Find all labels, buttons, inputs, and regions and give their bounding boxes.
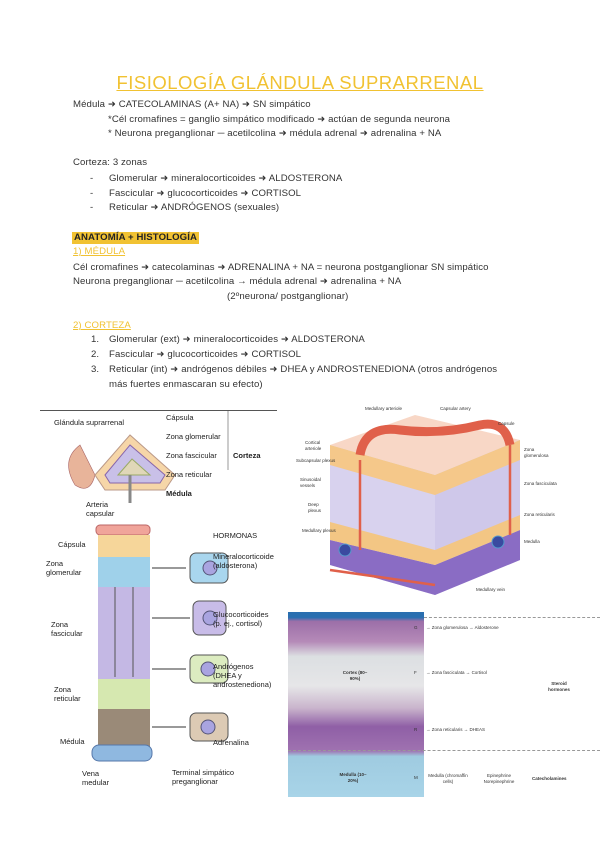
label: Cápsula (58, 540, 86, 549)
label: F (414, 670, 417, 675)
corteza-summary: Corteza: 3 zonas (73, 157, 148, 168)
label: Steroid hormones (548, 681, 570, 692)
medula-summary: Médula ➜ CATECOLAMINAS (A+ NA) ➜ SN simp… (73, 99, 311, 110)
label: Terminal simpático preganglionar (172, 768, 235, 786)
bullet: - (90, 188, 94, 199)
label: Arteria capsular (86, 500, 115, 518)
medula-line: Cél cromafines ➜ catecolaminas ➜ ADRENAL… (73, 262, 489, 273)
corteza-heading: 2) CORTEZA (73, 320, 131, 331)
adrenal-zones-figure (68, 410, 229, 762)
note-cromafines: *Cél cromafines = ganglio simpático modi… (108, 114, 451, 125)
label: Medulla (10–20%) (339, 772, 367, 783)
label: HORMONAS (213, 531, 258, 540)
label: Medulla (chromaffin cells) (428, 773, 468, 784)
label: Cortex (80–90%) (342, 670, 368, 681)
page-title: FISIOLOGÍA GLÁNDULA SUPRARRENAL (116, 72, 484, 93)
label: Cápsula (166, 413, 194, 422)
label: Zona fascicular (166, 451, 217, 460)
label: Medulla (524, 539, 540, 544)
label: Mineralocorticoide (aldosterona) (213, 552, 274, 570)
label: Zona glomerular (166, 432, 221, 441)
label: Andrógenos (DHEA y androstenediona) (213, 662, 272, 689)
label: Medullary arteriole (365, 406, 403, 411)
label: Medullary vein (476, 587, 506, 592)
section-heading: ANATOMÍA + HISTOLOGÍA (72, 232, 200, 244)
label: M (414, 775, 418, 780)
medula-line: Neurona preganglionar ─ acetilcolina → m… (73, 276, 402, 287)
label: Zona reticular (54, 685, 81, 703)
label: Médula (166, 489, 192, 498)
bullet: - (90, 173, 94, 184)
medula-line: (2ºneurona/ postganglionar) (227, 291, 349, 302)
label: DHEAS (469, 727, 486, 732)
label: Zona fascicular (51, 620, 83, 638)
label: G (414, 625, 418, 630)
label: Médula (60, 737, 85, 746)
corteza-item-cont: más fuertes enmascaran su efecto) (109, 379, 263, 390)
zona-item: Fascicular ➜ glucocorticoides ➜ CORTISOL (109, 188, 302, 199)
label: Capsular artery (440, 406, 471, 411)
divider (424, 617, 600, 618)
note-neurona: * Neurona preganglionar ─ acetilcolina ➜… (108, 128, 442, 139)
list-number: 2.Fascicular ➜ glucocorticoides ➜ CORTIS… (91, 349, 302, 360)
bullet: - (90, 202, 94, 213)
histology-image (288, 612, 424, 797)
label: Aldosterone (474, 625, 499, 630)
label: Adrenalina (213, 738, 249, 747)
label: Cortical arteriole (305, 440, 322, 451)
label: Medullary plexus (302, 528, 336, 533)
label: Zona glomerulosa (431, 625, 468, 630)
label: Cortisol (471, 670, 487, 675)
label: Deep plexus (308, 502, 322, 513)
list-number: 1.Glomerular (ext) ➜ mineralocorticoides… (91, 334, 365, 345)
label: Glucocorticoides (p. ej., cortisol) (213, 610, 269, 628)
label: Corteza (233, 451, 261, 460)
zona-item: Reticular ➜ ANDRÓGENOS (sexuales) (109, 202, 280, 213)
label: Zona reticularis (431, 727, 463, 732)
label: Zona reticular (166, 470, 212, 479)
label: R (414, 727, 418, 732)
medula-heading: 1) MÉDULA (73, 246, 126, 257)
label: Zona fasciculata (524, 481, 557, 486)
label: Vena medular (82, 769, 110, 787)
adrenal-cortex-3d-figure (329, 415, 520, 595)
label: Zona glomerulosa (524, 447, 549, 458)
label: Subcapsular plexus (296, 458, 336, 463)
label: Zona reticularis (524, 512, 555, 517)
label: Capsule (498, 421, 515, 426)
label: Zona fasciculata (431, 670, 465, 675)
zona-item: Glomerular ➜ mineralocorticoides ➜ ALDOS… (109, 173, 343, 184)
figure-divider (40, 410, 277, 411)
label: Sinusoidal vessels (300, 477, 321, 488)
divider (288, 750, 600, 751)
list-number: 3.Reticular (int) ➜ andrógenos débiles ➜… (91, 364, 498, 375)
label: Glándula suprarrenal (54, 418, 125, 427)
label: Zona glomerular (46, 559, 82, 577)
label: Epinephrine Norepinephrine (483, 773, 515, 784)
label: Catecholamines (532, 776, 567, 781)
